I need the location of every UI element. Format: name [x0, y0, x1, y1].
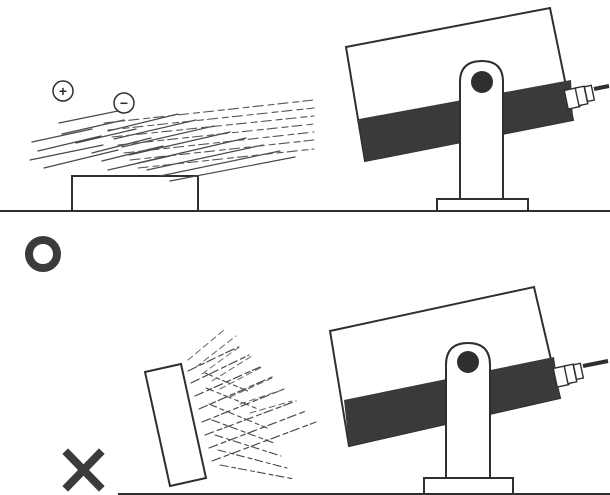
- top-charge-symbols: + −: [52, 80, 135, 114]
- top-device-cable-icon: [563, 84, 610, 110]
- top-verdict-label: O: [43, 259, 44, 260]
- negative-charge-label: −: [120, 95, 128, 111]
- charge-stream-mid: [107, 113, 296, 182]
- bottom-panel: X: [62, 285, 610, 495]
- bottom-incoming-lines: [187, 346, 317, 462]
- bottom-device-base: [423, 477, 514, 495]
- top-device-base: [436, 198, 529, 212]
- bottom-device-cable-icon: [552, 359, 609, 388]
- bottom-device-stand: [445, 341, 491, 479]
- bottom-verdict-label: X: [84, 477, 85, 478]
- bottom-scattered-flow: [187, 329, 317, 480]
- bottom-device-pivot-icon: [457, 351, 479, 373]
- bottom-tilted-target: [143, 362, 208, 488]
- bottom-diffuse-lines: [187, 329, 293, 414]
- negative-charge-icon: [113, 92, 135, 114]
- charge-stream-left: [29, 110, 171, 171]
- positive-charge-icon: [52, 80, 74, 102]
- charge-stream-right: [103, 99, 315, 169]
- bottom-ionizer-device: [328, 285, 609, 495]
- positive-charge-label: +: [59, 83, 67, 99]
- top-verdict: O: [25, 236, 61, 272]
- top-target-surface: [71, 175, 199, 212]
- top-ion-flow: [29, 99, 315, 182]
- top-ionizer-device: [344, 6, 610, 212]
- bottom-verdict-icon: [62, 448, 105, 492]
- top-verdict-icon: [25, 236, 61, 272]
- bottom-verdict: X: [62, 448, 105, 492]
- top-device-pivot-icon: [471, 71, 493, 93]
- top-device-stand: [459, 59, 504, 201]
- top-panel: + − O: [0, 6, 610, 272]
- bottom-reflected-lines: [204, 372, 295, 480]
